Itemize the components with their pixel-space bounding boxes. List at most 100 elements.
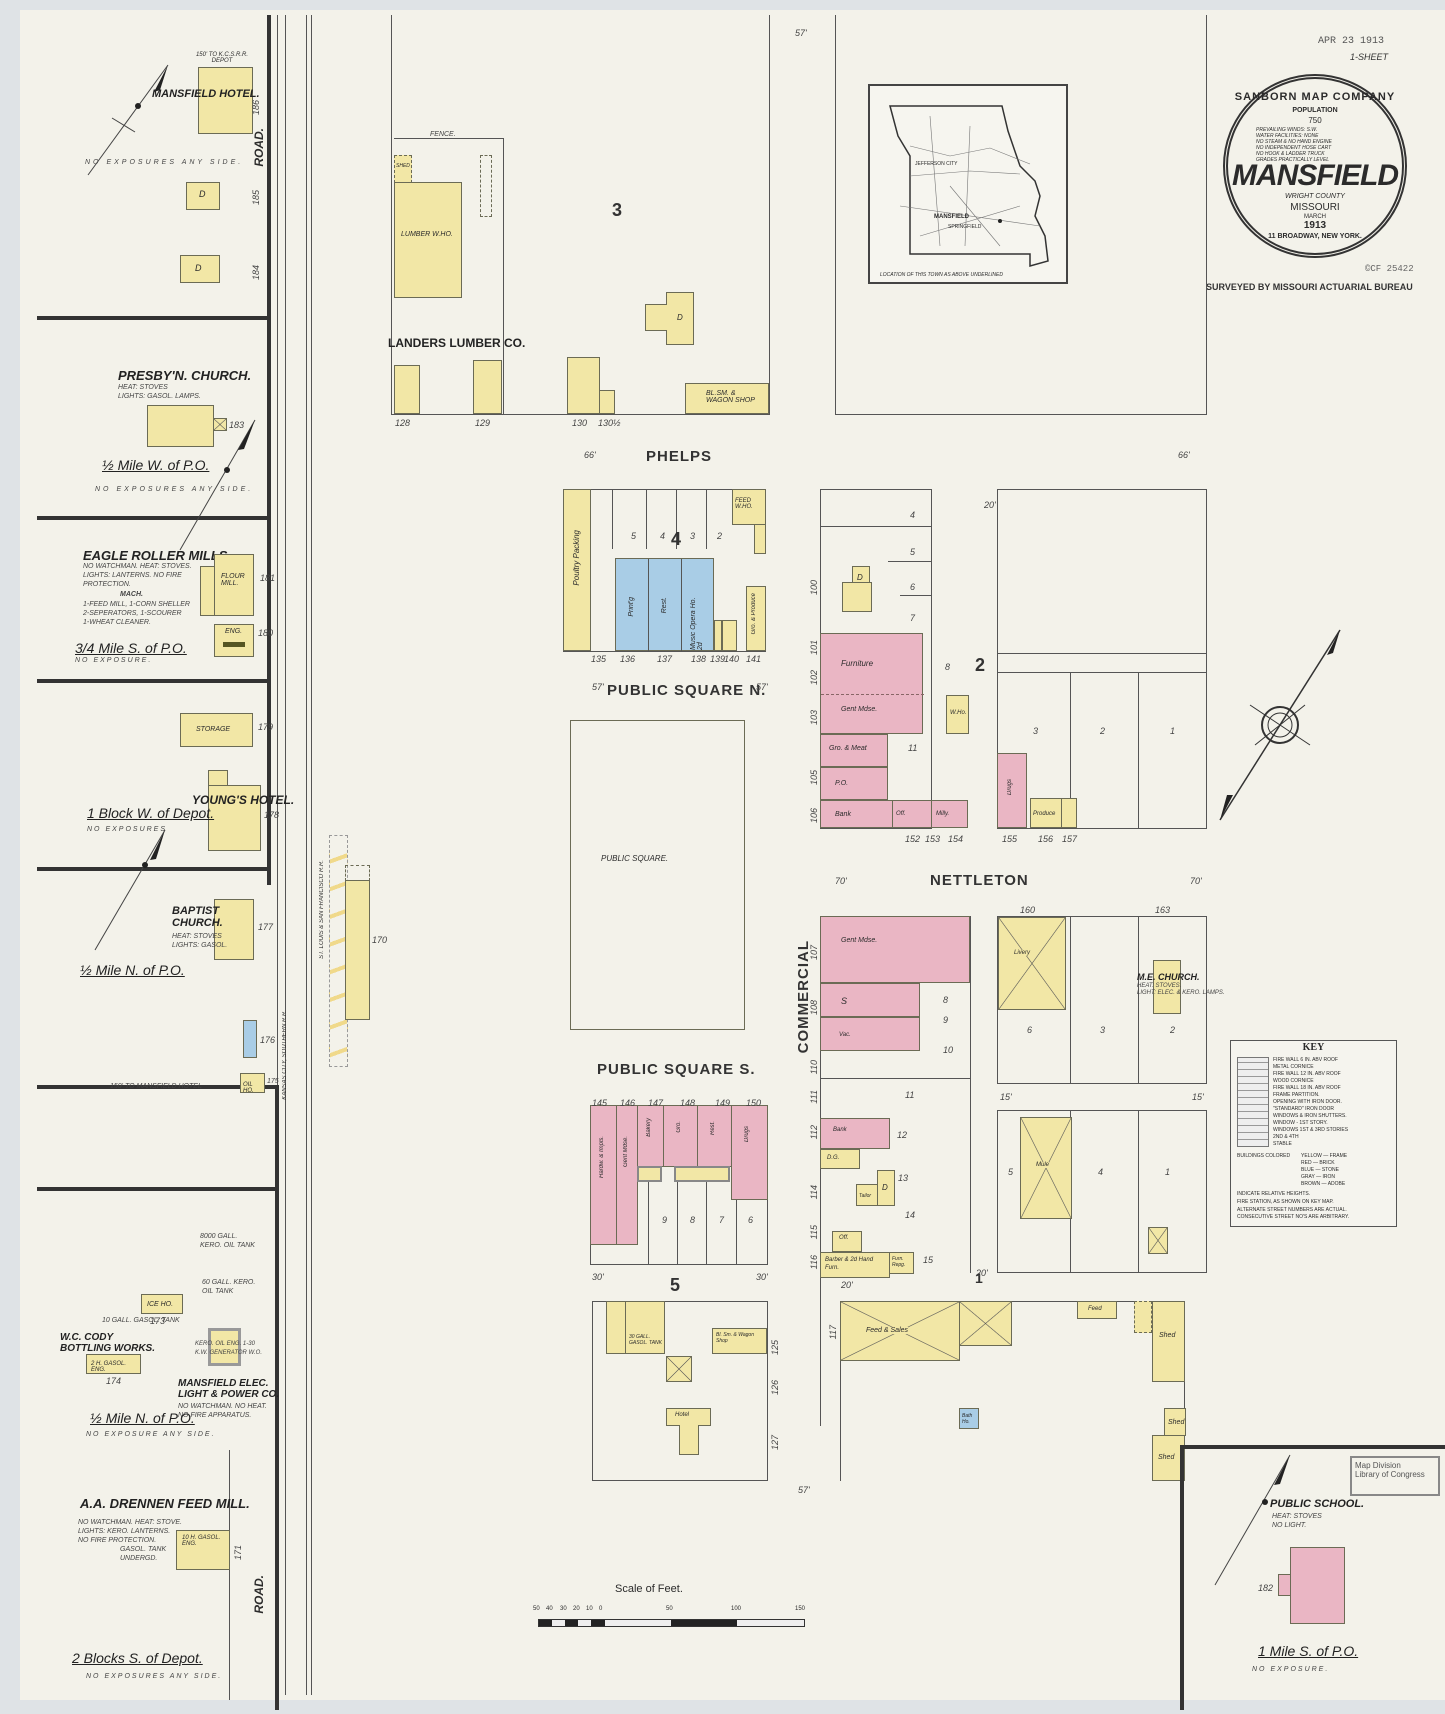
shed-building: Shed — [1152, 1301, 1185, 1382]
copyright-number: ©CF 25422 — [1365, 264, 1414, 274]
feed-building: Feed — [1077, 1301, 1117, 1319]
vacant-building: Vac. — [820, 1017, 920, 1051]
inset-city-jefferson: JEFFERSON CITY — [915, 161, 958, 167]
street-number: 173 — [150, 1316, 166, 1326]
tailor-building: Tailor — [856, 1184, 878, 1206]
hotel-wing — [679, 1425, 699, 1455]
inset-border — [275, 1085, 279, 1710]
drennen-label: A.A. DRENNEN FEED MILL. — [80, 1496, 250, 1511]
key-symbols-icon — [1237, 1057, 1269, 1147]
lot-number: 8 — [943, 995, 949, 1005]
lot-number: 4 — [1098, 1167, 1104, 1177]
street-number: 127 — [770, 1435, 780, 1451]
street-number: 147 — [648, 1098, 664, 1108]
street-number: 135 — [591, 654, 607, 664]
lot-line — [997, 653, 1207, 654]
lot-line — [1070, 672, 1071, 828]
gasol-tank-10: 10 GALL. GASOL. TANK — [102, 1317, 180, 1324]
street-number: 181 — [260, 573, 276, 583]
street-nettleton: NETTLETON — [930, 872, 1029, 889]
street-number: 102 — [809, 670, 819, 686]
street-number: 182 — [1258, 1583, 1274, 1593]
inset-divider — [37, 516, 269, 520]
key-title: KEY — [1302, 1042, 1325, 1053]
block-number-4: 4 — [671, 529, 682, 549]
eagle-roller-mills-label: EAGLE ROLLER MILLS. — [83, 548, 232, 563]
public-square: PUBLIC SQUARE. — [570, 720, 745, 1030]
seal-address: 11 BROADWAY, NEW YORK. — [1268, 233, 1362, 240]
inset-border — [1180, 1445, 1184, 1710]
lot-number: 14 — [905, 1210, 916, 1220]
presbyterian-exposure: NO EXPOSURES ANY SIDE. — [95, 486, 254, 493]
lot-line — [1138, 672, 1139, 828]
north-arrow-icon — [179, 419, 256, 551]
flour-mill-building: FLOUR MILL. — [214, 554, 254, 616]
street-number: 185 — [251, 190, 261, 206]
block-3-border — [769, 15, 770, 415]
mills-location: 3/4 Mile S. of P.O. — [75, 640, 187, 656]
block-number-5: 5 — [670, 1275, 681, 1295]
presbyterian-church-building — [147, 405, 214, 447]
generator-label: KERO. OIL ENG. 1-30 K.W. GENERATOR W.O. — [195, 1341, 263, 1356]
scale-title: Scale of Feet. — [615, 1583, 683, 1595]
boiler-icon — [223, 642, 245, 647]
lot-line — [1138, 1110, 1139, 1273]
block-4-border — [563, 489, 766, 490]
lot-line — [648, 1182, 649, 1265]
street-number: 171 — [233, 1545, 243, 1561]
lot-number: 2 — [1100, 726, 1106, 736]
school-wing — [1278, 1574, 1291, 1596]
north-arrow-icon — [87, 64, 169, 176]
street-width: 57' — [798, 1485, 810, 1495]
lot-number: 15 — [923, 1255, 934, 1265]
street-number: 184 — [251, 265, 261, 281]
elec-light-power-label: MANSFIELD ELEC. LIGHT & POWER CO. — [178, 1378, 280, 1400]
block-2-east-border — [1206, 489, 1207, 829]
street-width: 57' — [756, 682, 768, 692]
street-number: 177 — [258, 922, 274, 932]
street-number: 170 — [372, 935, 388, 945]
bath-house: Bath Ho. — [959, 1408, 979, 1429]
street-number: 154 — [948, 834, 964, 844]
lot-line — [1138, 916, 1139, 1083]
me-church-building — [1153, 960, 1181, 1014]
seal-month: MARCH — [1304, 214, 1326, 220]
oil-house: OIL HO. — [240, 1073, 265, 1094]
block-border — [835, 414, 1207, 415]
received-stamp-date: APR 23 1913 — [1318, 36, 1385, 47]
warehouse — [674, 1166, 730, 1182]
presbyterian-church-notes: HEAT: STOVES LIGHTS: GASOL. LAMPS. — [118, 384, 201, 400]
hardware-warehouse: 30 GALL. GASOL. TANK — [625, 1301, 665, 1354]
drennen-notes: NO WATCHMAN. HEAT: STOVE. LIGHTS: KERO. … — [78, 1519, 182, 1544]
street-width: 70' — [1190, 876, 1202, 886]
bank-building: Bank — [820, 1118, 890, 1149]
youngs-exposure: NO EXPOSURES — [87, 826, 168, 833]
block-border — [997, 916, 998, 1083]
public-school-exposure: NO EXPOSURE. — [1252, 1666, 1330, 1673]
lot-number: 6 — [910, 582, 916, 592]
lot-line — [997, 672, 1207, 673]
street-number: 155 — [1002, 834, 1018, 844]
hotel-building: Hotel — [666, 1408, 711, 1426]
lot-line — [677, 1182, 678, 1265]
lot-number: 1 — [1170, 726, 1176, 736]
gent-mdse-building: Gent Mdse. — [820, 916, 970, 983]
mills-exposure: NO EXPOSURE. — [75, 657, 153, 664]
lumber-warehouse: LUMBER W.HO. — [394, 182, 462, 298]
kero-tank-8000: 8000 GALL. KERO. OIL TANK — [200, 1233, 255, 1249]
street-number: 106 — [809, 808, 819, 824]
kero-tank-60: 60 GALL. KERO. OIL TANK — [202, 1279, 256, 1295]
lot-number: 5 — [631, 531, 637, 541]
lot-number: 3 — [1033, 726, 1039, 736]
inset-city-mansfield: MANSFIELD — [934, 214, 969, 220]
dry-goods-building: D.G. — [820, 1149, 860, 1169]
lot-number: 4 — [910, 510, 916, 520]
lot-number: 7 — [910, 613, 916, 623]
lot-number: 13 — [898, 1173, 909, 1183]
street-width: 70' — [835, 876, 847, 886]
block-border — [592, 1480, 768, 1481]
feed-sales-stable: Feed & Sales — [840, 1301, 960, 1361]
feed-warehouse: FEED W.HO. — [732, 489, 766, 525]
small-warehouse — [637, 1166, 662, 1182]
street-width: 57' — [795, 28, 807, 38]
